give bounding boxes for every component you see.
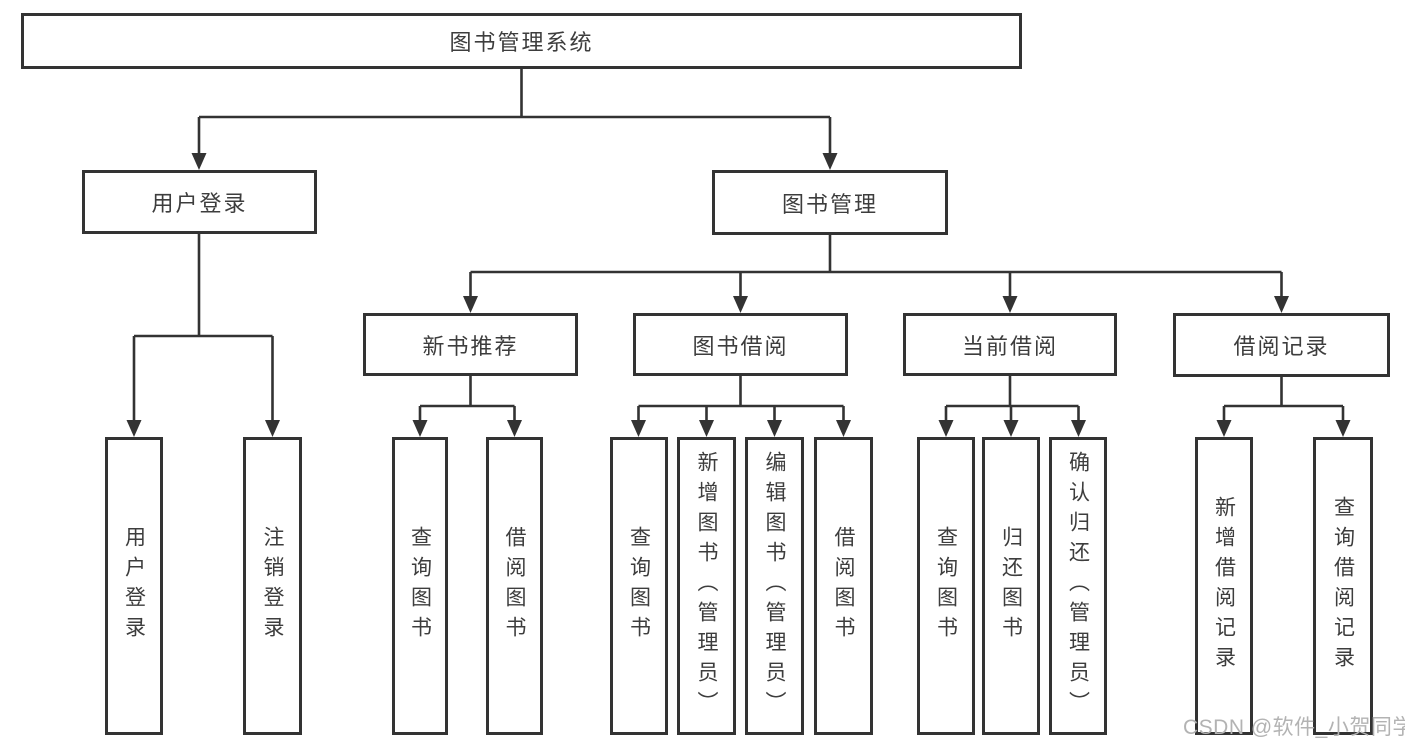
branch-new-book [412, 376, 522, 437]
leaf-add-book-admin: 新增图书（管理员） [677, 437, 736, 735]
branch-book-management [463, 235, 1289, 313]
csdn-watermark: CSDN @软件_小贺同学 [1183, 716, 1405, 739]
leaf-query-book-2: 查询图书 [610, 437, 668, 735]
leaf-edit-book-admin: 编辑图书（管理员） [745, 437, 804, 735]
branch-user-login [126, 234, 280, 437]
leaf-query-book-3: 查询图书 [917, 437, 975, 735]
leaf-logout: 注销登录 [243, 437, 302, 735]
node-current-borrow: 当前借阅 [903, 313, 1117, 376]
node-book-borrow: 图书借阅 [633, 313, 848, 376]
branch-root [191, 68, 838, 170]
branch-current-borrow [938, 376, 1086, 437]
branch-borrow-record [1216, 376, 1351, 437]
node-user-login: 用户登录 [82, 170, 317, 234]
branch-book-borrow [631, 376, 851, 437]
node-root-library-system: 图书管理系统 [21, 13, 1022, 69]
leaf-borrow-book-1: 借阅图书 [486, 437, 543, 735]
node-book-management: 图书管理 [712, 170, 948, 235]
leaf-borrow-book-2: 借阅图书 [814, 437, 873, 735]
leaf-query-borrow-record: 查询借阅记录 [1313, 437, 1373, 735]
leaf-user-login: 用户登录 [105, 437, 163, 735]
node-borrow-records: 借阅记录 [1173, 313, 1390, 377]
leaf-confirm-return-admin: 确认归还（管理员） [1049, 437, 1107, 735]
leaf-return-book: 归还图书 [982, 437, 1040, 735]
node-new-book-recommend: 新书推荐 [363, 313, 578, 376]
leaf-query-book-1: 查询图书 [392, 437, 448, 735]
leaf-add-borrow-record: 新增借阅记录 [1195, 437, 1253, 735]
